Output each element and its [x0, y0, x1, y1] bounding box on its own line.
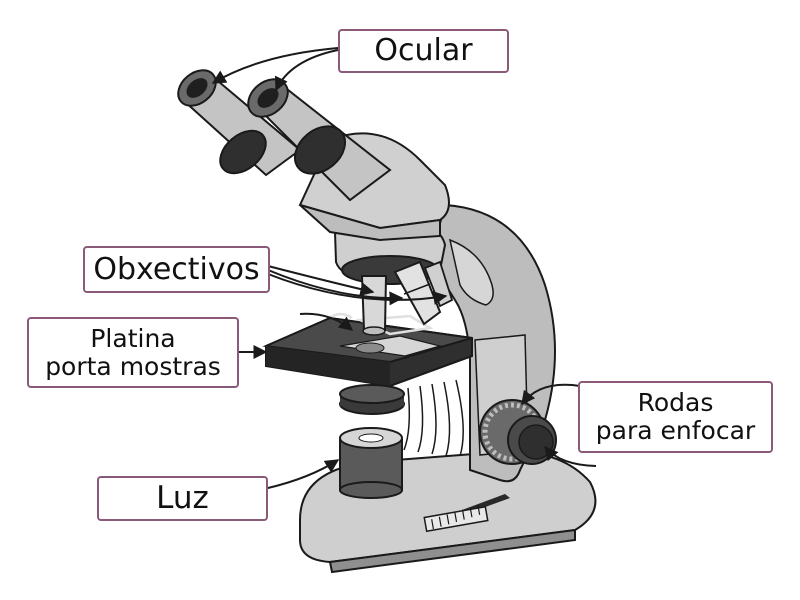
focus-knobs: [479, 399, 557, 465]
arrow-objective-1: [267, 265, 375, 296]
arrow-rodas-1: [521, 383, 581, 406]
label-rodas-line2: para enfocar: [595, 416, 756, 445]
stage-support: [403, 379, 464, 457]
light-source: [339, 427, 403, 499]
label-ocular: Ocular: [338, 29, 509, 73]
arrow-objective-3: [267, 273, 448, 305]
annotation-arrows: [211, 47, 597, 489]
label-rodas-line1: Rodas: [637, 388, 714, 417]
condenser: [339, 384, 405, 415]
label-luz: Luz: [97, 476, 268, 521]
label-ocular-text: Ocular: [374, 33, 473, 69]
arrow-objective-2: [267, 269, 404, 306]
label-platina-line2: porta mostras: [45, 351, 221, 381]
arrow-ocular-left: [211, 47, 339, 84]
label-platina-line1: Platina: [90, 323, 176, 353]
label-rodas: Rodas para enfocar: [578, 381, 773, 453]
label-obxectivos-text: Obxectivos: [93, 251, 260, 287]
stage: [262, 312, 473, 388]
arrow-ocular-right: [274, 49, 339, 92]
arrow-luz: [267, 459, 340, 489]
label-obxectivos: Obxectivos: [83, 246, 270, 293]
arrow-platina: [299, 312, 354, 331]
label-luz-text: Luz: [156, 480, 209, 517]
arrow-rodas-2: [544, 445, 597, 467]
label-platina: Platina porta mostras: [27, 317, 239, 388]
eyepiece-left: [177, 69, 302, 177]
base-dial: [423, 504, 489, 533]
